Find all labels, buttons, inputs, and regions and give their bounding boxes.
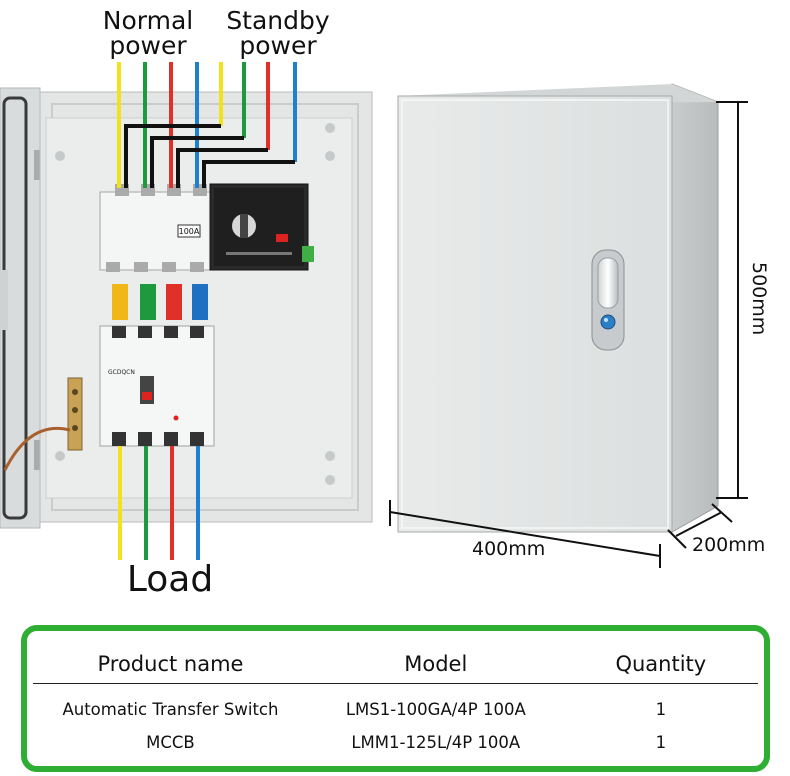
row-model: LMS1-100GA/4P 100A [345, 699, 526, 719]
automatic-transfer-switch: 100A [99, 183, 314, 272]
hinge [34, 440, 42, 470]
standby-power-wires [124, 62, 297, 188]
busbar-green [140, 284, 156, 320]
enclosure-side [671, 83, 719, 533]
standby-power-label-line2: power [239, 31, 317, 60]
standby-power-label: Standby power [216, 8, 340, 58]
door-lock-icon [600, 314, 616, 330]
table-divider [33, 683, 758, 684]
product-table: Product name Model Quantity Automatic Tr… [21, 625, 770, 772]
load-wires [118, 446, 200, 560]
busbar-blue [192, 284, 208, 320]
ats-rating-label: 100A [179, 227, 200, 236]
load-label: Load [126, 559, 214, 600]
normal-power-label-line2: power [109, 31, 187, 60]
depth-dimension-label: 200mm [692, 534, 766, 556]
door-handle [591, 249, 625, 351]
enclosure-front [397, 95, 673, 533]
row-quantity: 1 [655, 699, 667, 719]
header-product-name: Product name [97, 652, 244, 676]
table-row: MCCB LMM1-125L/4P 100A 1 [27, 727, 764, 757]
row-product-name: MCCB [146, 732, 195, 752]
header-quantity: Quantity [615, 652, 707, 676]
busbar-yellow [112, 284, 128, 320]
standby-power-label-line1: Standby [226, 6, 330, 35]
open-enclosure: 100A [0, 87, 373, 529]
row-model: LMM1-125L/4P 100A [351, 732, 521, 752]
table-row: Automatic Transfer Switch LMS1-100GA/4P … [27, 694, 764, 724]
mccb-breaker: GCDQCN [99, 325, 215, 447]
normal-power-label: Normal power [92, 8, 204, 58]
hinge [34, 150, 42, 180]
normal-power-label-line1: Normal [102, 6, 194, 35]
mccb-brand-label: GCDQCN [108, 369, 135, 376]
ground-terminal [67, 377, 83, 451]
closed-enclosure [397, 83, 719, 533]
width-dimension-line [389, 511, 661, 557]
header-model: Model [404, 652, 468, 676]
table-header-row: Product name Model Quantity [27, 649, 764, 679]
row-quantity: 1 [655, 732, 667, 752]
depth-dimension-line [675, 511, 723, 537]
height-dimension-label: 500mm [748, 262, 770, 336]
busbar-red [166, 284, 182, 320]
dimension-lines [389, 101, 748, 568]
width-dimension-label: 400mm [472, 538, 546, 560]
row-product-name: Automatic Transfer Switch [62, 699, 279, 719]
